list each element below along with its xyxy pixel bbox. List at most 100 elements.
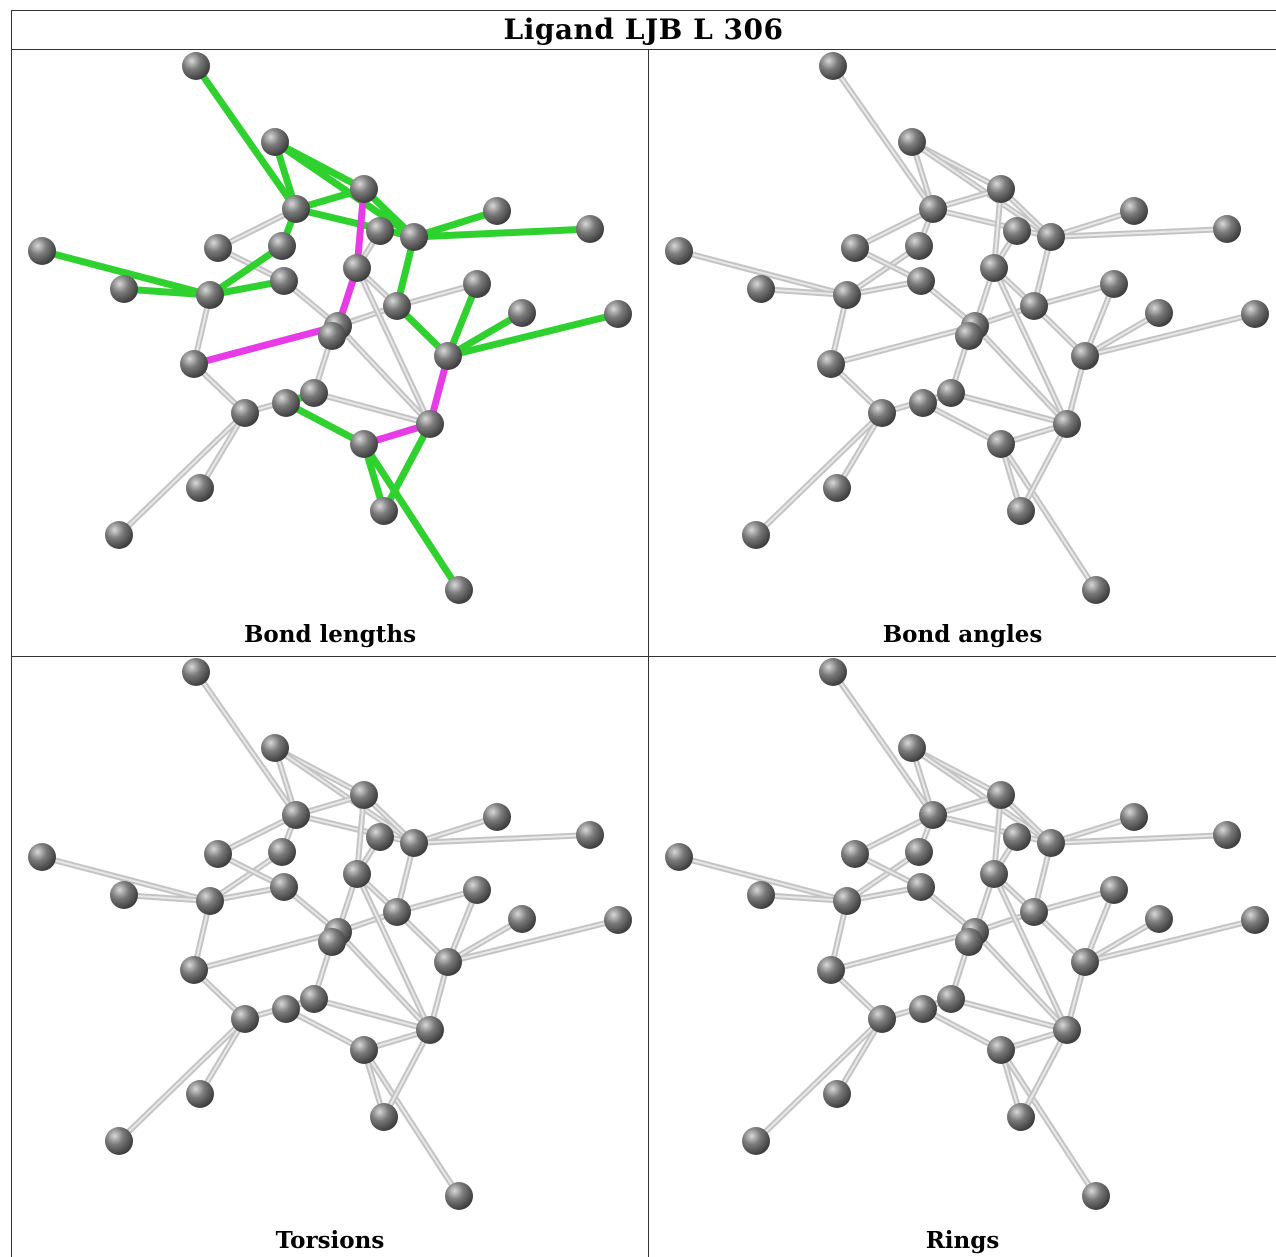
bond-highlight-a18-a27 bbox=[974, 931, 1068, 1031]
atom-a22 bbox=[434, 342, 462, 370]
atom-a25 bbox=[272, 389, 300, 417]
bond-highlight-a27-a30 bbox=[1020, 1029, 1068, 1118]
atom-a3 bbox=[350, 781, 378, 809]
atom-a5 bbox=[366, 823, 394, 851]
atom-a27 bbox=[416, 410, 444, 438]
atom-a30 bbox=[370, 1103, 398, 1131]
atom-a11 bbox=[905, 232, 933, 260]
atom-a13 bbox=[110, 275, 138, 303]
atom-a15 bbox=[907, 267, 935, 295]
atom-a22 bbox=[434, 948, 462, 976]
bond-highlight-a13-a14 bbox=[760, 894, 848, 902]
molecule-bond-lengths bbox=[28, 52, 632, 604]
caption-bond-angles: Bond angles bbox=[882, 621, 1043, 648]
atom-a15 bbox=[270, 267, 298, 295]
atom-a24 bbox=[937, 379, 965, 407]
bond-highlight-a12-a27 bbox=[993, 873, 1068, 1031]
bond-highlight-a22-a19 bbox=[1084, 312, 1160, 357]
atom-a8 bbox=[576, 821, 604, 849]
atom-a12 bbox=[343, 860, 371, 888]
atom-a26 bbox=[231, 1005, 259, 1033]
bond-highlight-a24-a27 bbox=[950, 998, 1068, 1031]
atom-a28 bbox=[350, 1036, 378, 1064]
atom-a10 bbox=[841, 234, 869, 262]
atom-a30 bbox=[1007, 497, 1035, 525]
bond-a6-a8 bbox=[410, 225, 594, 241]
atom-a13 bbox=[747, 275, 775, 303]
atom-a11 bbox=[268, 232, 296, 260]
atom-a22 bbox=[1071, 948, 1099, 976]
bond-a13-a14 bbox=[120, 285, 214, 299]
bond-highlight-a26-a29 bbox=[836, 412, 883, 489]
atom-a25 bbox=[272, 995, 300, 1023]
atom-a21 bbox=[955, 322, 983, 350]
bond-highlight-a18-a23 bbox=[193, 931, 339, 971]
atom-a24 bbox=[300, 379, 328, 407]
atom-a17 bbox=[383, 898, 411, 926]
bond-highlight-a11-a14 bbox=[846, 851, 920, 902]
atom-a1 bbox=[819, 52, 847, 80]
bond-highlight-a1-a4 bbox=[832, 65, 934, 210]
bond-highlight-a18-a27 bbox=[337, 325, 431, 425]
atom-a24 bbox=[300, 985, 328, 1013]
bond-highlight-a6-a7 bbox=[1050, 210, 1135, 238]
atom-a23 bbox=[180, 350, 208, 378]
bond-highlight-a26-a29 bbox=[199, 1018, 246, 1095]
atom-a29 bbox=[186, 1080, 214, 1108]
atom-a31 bbox=[742, 521, 770, 549]
atom-a4 bbox=[919, 195, 947, 223]
title-row: Ligand LJB L 306 bbox=[11, 10, 1276, 50]
atom-a30 bbox=[1007, 1103, 1035, 1131]
bond-highlight-a9-a14 bbox=[678, 856, 848, 902]
atom-a19 bbox=[508, 905, 536, 933]
panel-rings: Rings bbox=[649, 657, 1276, 1257]
atom-a4 bbox=[282, 801, 310, 829]
bond-a6-a7 bbox=[410, 207, 501, 241]
bond-highlight-a4-a10 bbox=[217, 208, 297, 249]
atom-a21 bbox=[318, 322, 346, 350]
atom-a27 bbox=[1053, 1016, 1081, 1044]
bond-highlight-a2-a6 bbox=[911, 141, 1052, 238]
atom-a26 bbox=[231, 399, 259, 427]
bond-highlight-a4-a10 bbox=[217, 814, 297, 855]
atom-a6 bbox=[1037, 223, 1065, 251]
atom-a5 bbox=[1003, 823, 1031, 851]
atom-a14 bbox=[196, 281, 224, 309]
atom-a22 bbox=[1071, 342, 1099, 370]
atom-a3 bbox=[987, 781, 1015, 809]
atom-a7 bbox=[483, 197, 511, 225]
atom-a5 bbox=[366, 217, 394, 245]
grid-frame bbox=[11, 10, 1276, 1257]
bond-highlight-a1-a4 bbox=[195, 671, 297, 816]
bond-highlight-a2-a6 bbox=[274, 747, 415, 844]
atom-a17 bbox=[383, 292, 411, 320]
atom-a2 bbox=[898, 734, 926, 762]
atom-a10 bbox=[204, 840, 232, 868]
atom-a27 bbox=[1053, 410, 1081, 438]
atom-a9 bbox=[28, 843, 56, 871]
panel-torsions: Torsions bbox=[12, 657, 648, 1257]
bond-highlight-a13-a14 bbox=[123, 894, 211, 902]
bond-highlight-a11-a14 bbox=[846, 245, 920, 296]
atom-a1 bbox=[819, 658, 847, 686]
atom-a32 bbox=[445, 1182, 473, 1210]
atom-a8 bbox=[576, 215, 604, 243]
atom-a23 bbox=[817, 956, 845, 984]
panel-bond-lengths: Bond lengths bbox=[12, 51, 648, 656]
caption-bond-lengths: Bond lengths bbox=[243, 621, 417, 648]
bond-highlight-a22-a20 bbox=[1084, 313, 1256, 357]
atom-a20 bbox=[604, 906, 632, 934]
atom-a12 bbox=[980, 860, 1008, 888]
molecule-rings bbox=[665, 658, 1269, 1210]
bond-a2-a6 bbox=[271, 138, 418, 241]
caption-torsions: Torsions bbox=[275, 1227, 385, 1254]
bond-highlight-a27-a30 bbox=[383, 1029, 431, 1118]
caption-rings: Rings bbox=[925, 1227, 1000, 1254]
bond-a25-a28 bbox=[282, 399, 368, 448]
atom-a28 bbox=[987, 430, 1015, 458]
atom-a7 bbox=[1120, 197, 1148, 225]
molecule-torsions bbox=[28, 658, 632, 1210]
atom-a12 bbox=[343, 254, 371, 282]
atom-a10 bbox=[204, 234, 232, 262]
bond-highlight-a28-a32 bbox=[1000, 1049, 1097, 1197]
